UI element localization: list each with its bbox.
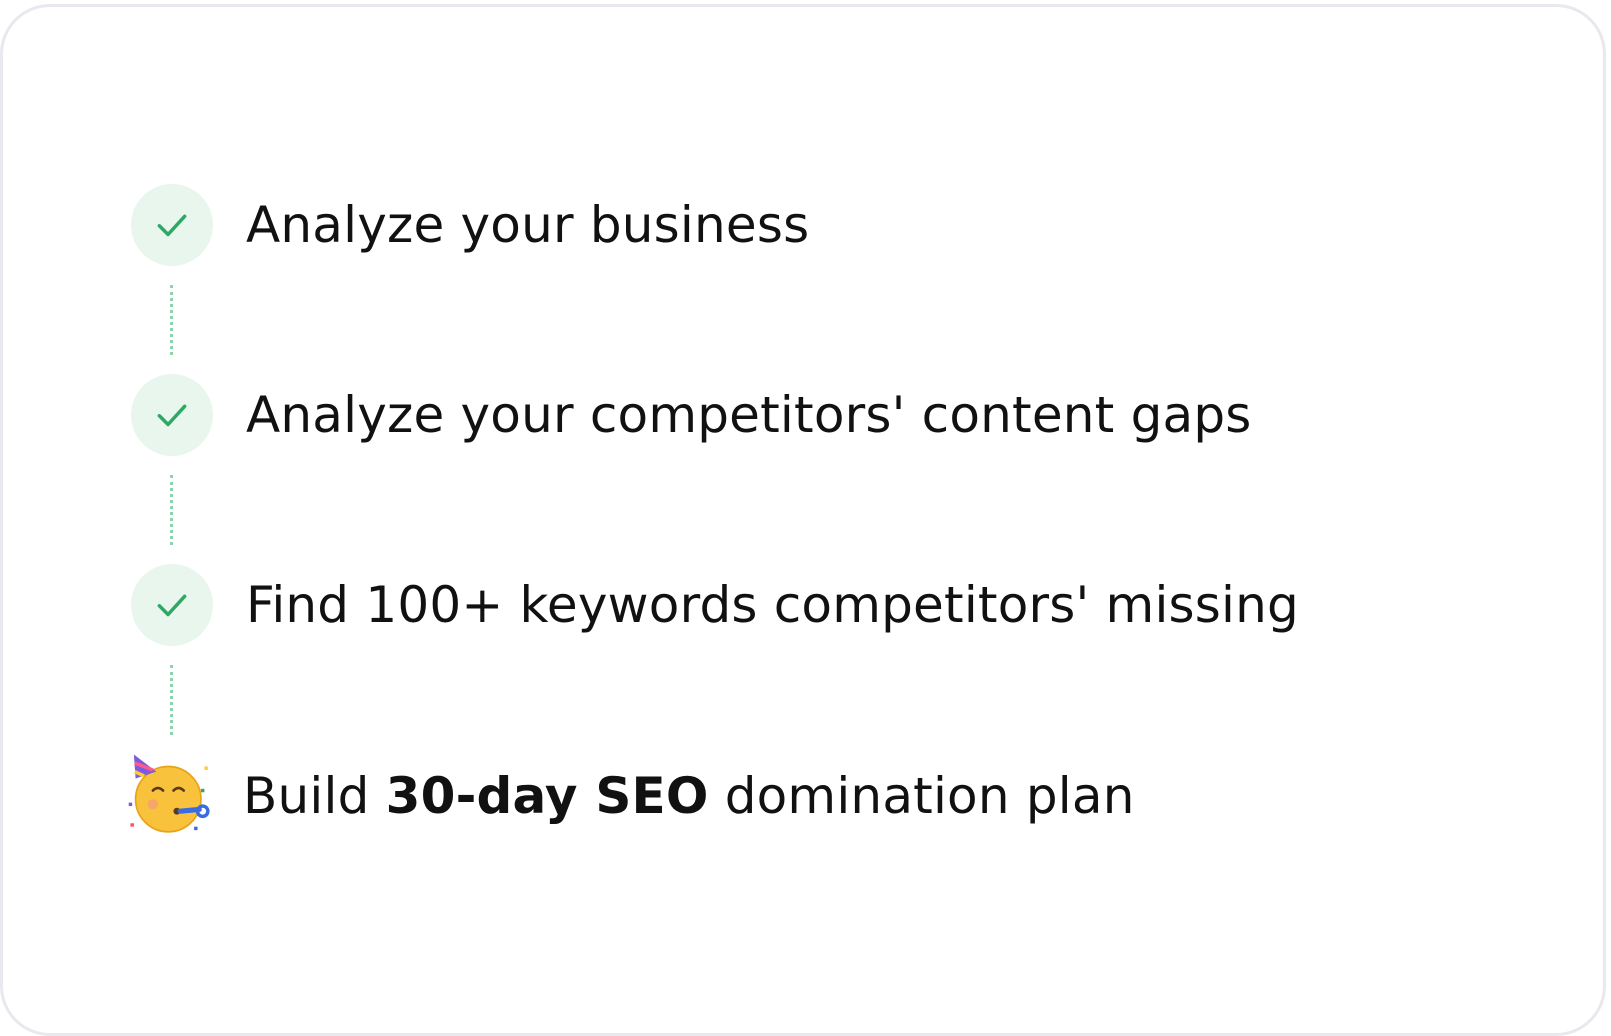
final-step-label: Build 30-day SEO domination plan [243, 771, 1135, 821]
step-1-status-badge [131, 184, 213, 266]
step-connector [170, 285, 173, 355]
step-3-label: Find 100+ keywords competitors' missing [246, 576, 1299, 634]
step-2-label: Analyze your competitors' content gaps [246, 386, 1252, 444]
step-1-label: Analyze your business [246, 196, 810, 254]
check-icon [157, 594, 187, 617]
final-step-suffix: domination plan [708, 767, 1135, 825]
step-connector [170, 665, 173, 735]
checklist-card: Analyze your business Analyze your compe… [0, 4, 1606, 1036]
step-2-status-badge [131, 374, 213, 456]
final-step-prefix: Build [243, 767, 386, 825]
check-icon [157, 404, 187, 427]
step-3-status-badge [131, 564, 213, 646]
check-icon [157, 214, 187, 237]
final-step-bold: 30-day SEO [385, 767, 709, 825]
step-connector [170, 475, 173, 545]
partying-face-emoji-icon [128, 754, 210, 833]
